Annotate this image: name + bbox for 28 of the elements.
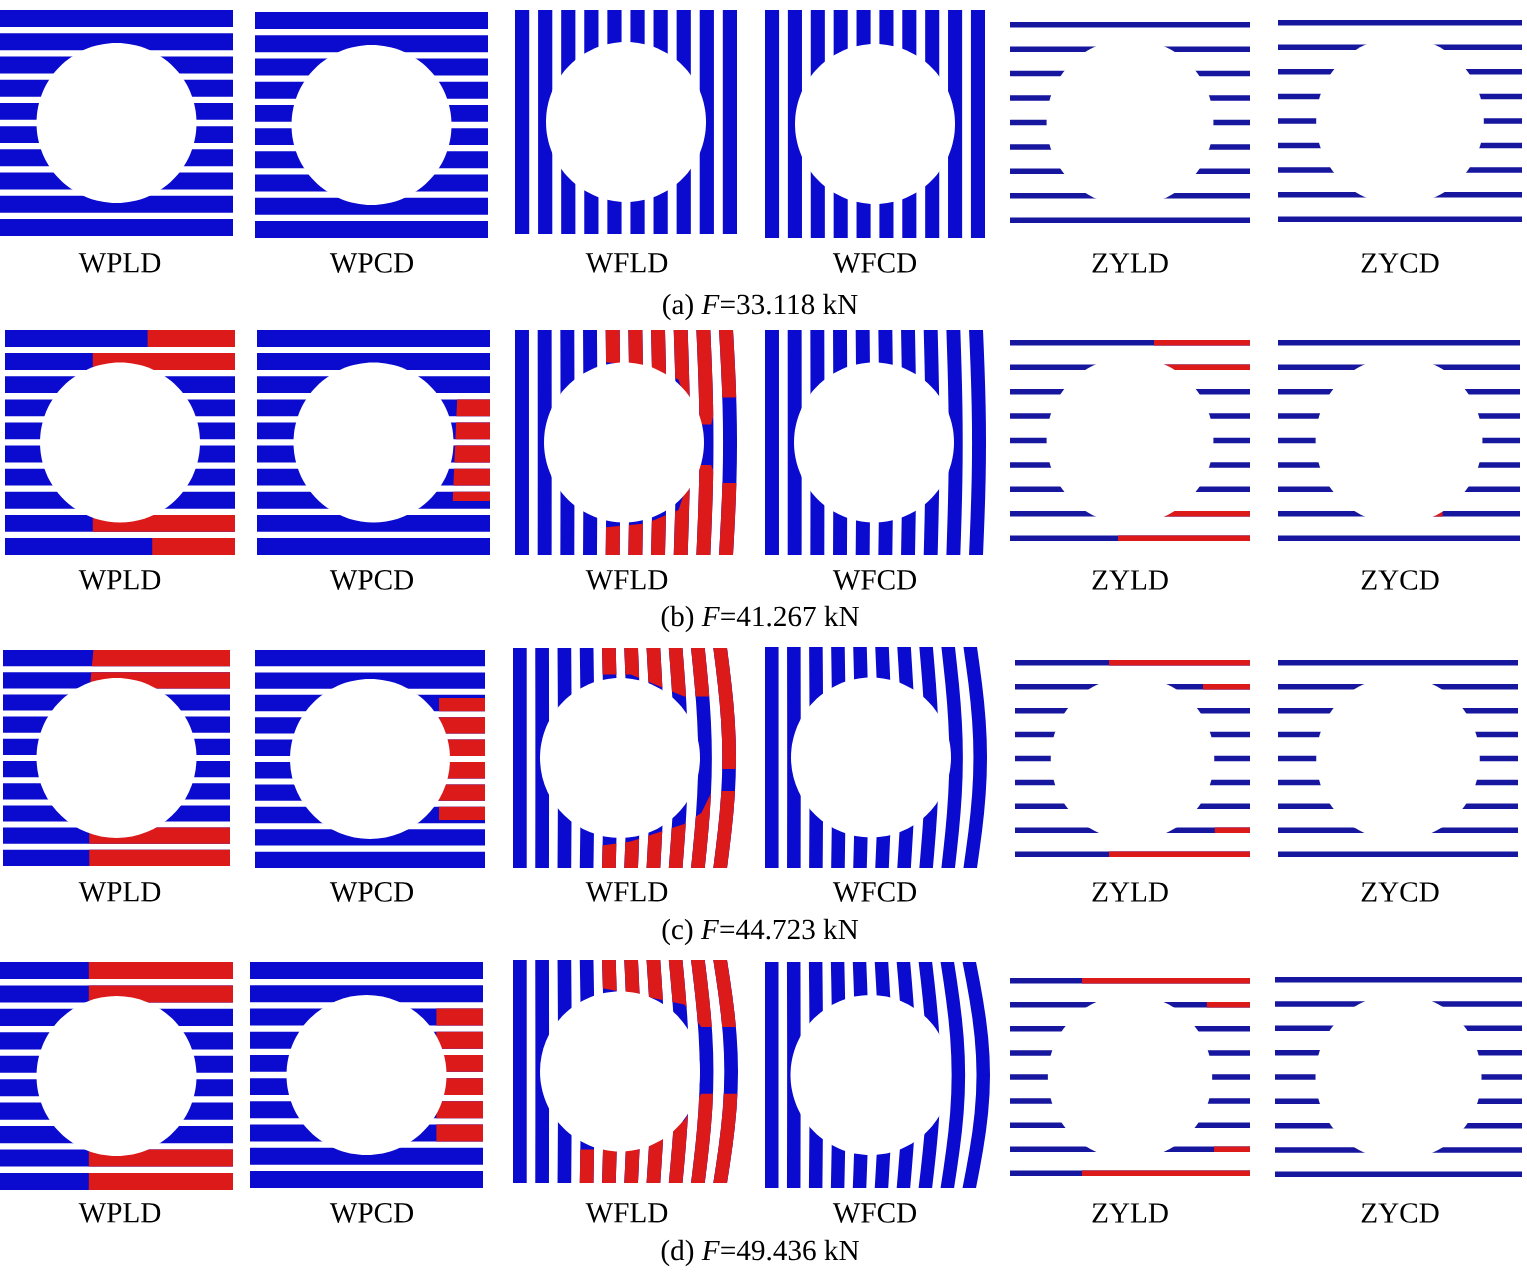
panel-label: WFLD	[585, 882, 668, 902]
panel-label: ZYCD	[1361, 570, 1439, 590]
panel-label: WFLD	[585, 253, 668, 273]
panel-label: WPLD	[78, 253, 161, 273]
panel-label: WPLD	[78, 882, 161, 902]
panel-label: ZYLD	[1092, 882, 1168, 902]
panel-label: ZYLD	[1092, 570, 1168, 590]
panel-label: WPLD	[78, 570, 161, 590]
subfigure-caption: (d) F=49.436 kN	[661, 1239, 859, 1267]
panel-label: WPCD	[329, 570, 413, 590]
panel-label: ZYLD	[1092, 1203, 1168, 1223]
panel-label: WFCD	[832, 253, 916, 273]
panel-label: WPLD	[78, 1203, 161, 1223]
subfigure-caption: (c) F=44.723 kN	[662, 918, 859, 946]
panel-label: ZYCD	[1361, 1203, 1439, 1223]
panel-label: WPCD	[329, 882, 413, 902]
panel-label: WFCD	[832, 882, 916, 902]
panel-label: WFLD	[585, 1203, 668, 1223]
panel-label: WPCD	[329, 1203, 413, 1223]
panel-label: WFLD	[585, 570, 668, 590]
subfigure-caption: (a) F=33.118 kN	[663, 293, 858, 321]
panel-label: ZYCD	[1361, 253, 1439, 273]
panel-label: WFCD	[832, 1203, 916, 1223]
panel-label: WFCD	[832, 570, 916, 590]
panel-label: WPCD	[329, 253, 413, 273]
panel-label: ZYCD	[1361, 882, 1439, 902]
panel-label: ZYLD	[1092, 253, 1168, 273]
subfigure-caption: (b) F=41.267 kN	[661, 605, 859, 633]
